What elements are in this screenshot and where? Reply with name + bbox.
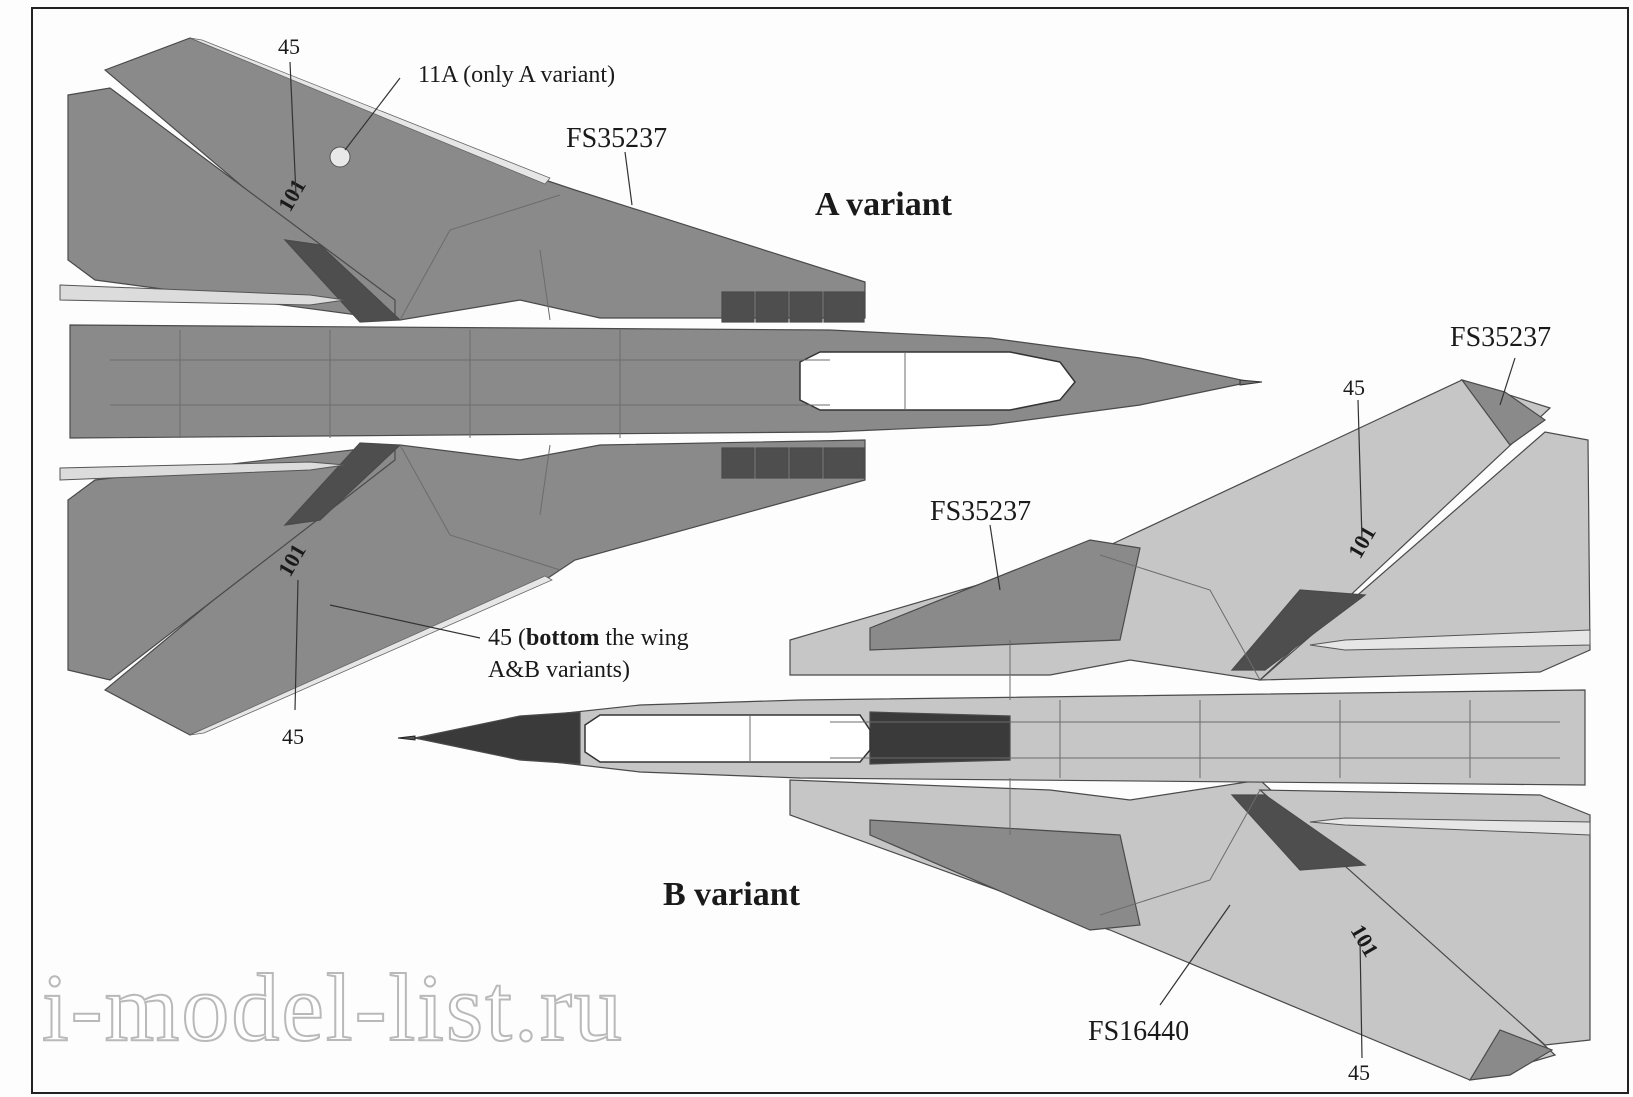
b-anti-glare — [869, 711, 1011, 765]
b-lower-wing-tip-dark — [1468, 1029, 1554, 1081]
aircraft-a-variant: 101 101 — [59, 37, 1263, 736]
b-upper-wing-tip-dark — [1460, 378, 1547, 446]
sheet-border — [31, 7, 1629, 1094]
b-glove-dark-lower — [1230, 794, 1367, 871]
label-11a-only-a: 11A (only A variant) — [418, 62, 615, 88]
label-b-45-bottom: 45 — [1348, 1060, 1370, 1085]
a-upper-wing-leading-edge — [189, 37, 551, 185]
b-radome — [414, 711, 581, 765]
b-nozzle-upper — [1309, 629, 1591, 651]
a-national-insignia — [329, 146, 351, 168]
b-body-dark-lower — [869, 819, 1141, 931]
leader-lines — [289, 61, 1516, 1059]
a-panel-lines — [110, 194, 830, 571]
label-b-fs35237-body: FS35237 — [930, 496, 1031, 527]
label-b-45-top: 45 — [1343, 375, 1365, 400]
label-b-fs16440: FS16440 — [1088, 1016, 1189, 1047]
label-a-45-top: 45 — [278, 34, 300, 59]
title-b-variant: B variant — [663, 876, 801, 913]
b-glove-dark-upper — [1230, 589, 1367, 671]
b-panel-lines — [830, 554, 1560, 916]
title-a-variant: A variant — [815, 186, 953, 223]
a-dark-panels-top — [721, 291, 865, 479]
label-a-fs35237: FS35237 — [566, 123, 667, 154]
aircraft-b-variant: 101 101 — [397, 378, 1591, 1081]
label-bottom-wing-line1: 45 (bottom the wing — [488, 625, 689, 651]
a-nozzle-lower — [59, 461, 346, 481]
label-b-fs35237-wingtip: FS35237 — [1450, 322, 1551, 353]
b-nose-probe — [397, 735, 416, 741]
label-a-45-bottom: 45 — [282, 724, 304, 749]
a-nose-probe — [1239, 379, 1263, 386]
a-nozzle-upper — [59, 284, 346, 306]
b-upper-tailplane — [1258, 431, 1591, 681]
b-canopy — [584, 714, 871, 763]
b-nozzle-lower — [1309, 817, 1591, 836]
b-body-dark-upper — [869, 539, 1141, 651]
label-bottom-wing-line2: A&B variants) — [488, 657, 630, 683]
a-lower-wing-leading-edge — [189, 575, 553, 736]
watermark: i-model-list.ru — [42, 954, 624, 1061]
a-canopy — [799, 351, 1076, 411]
